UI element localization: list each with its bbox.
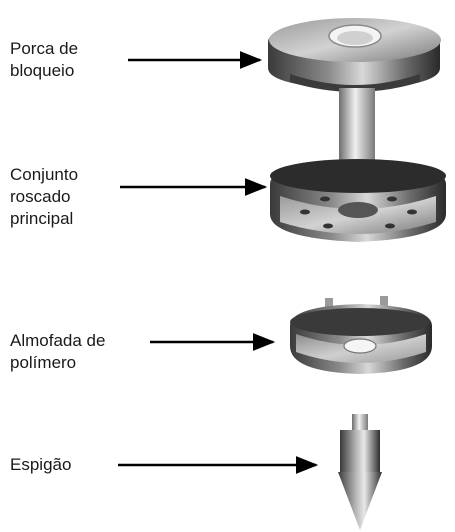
main-threaded-assembly-label-line-1: Conjunto bbox=[10, 165, 79, 184]
polymer-pad-label-line-1: Almofada de bbox=[10, 331, 106, 350]
lock-nut-label: Porca de bloqueio bbox=[10, 38, 78, 82]
main-threaded-assembly-label: Conjunto roscado principal bbox=[10, 164, 78, 230]
main-threaded-assembly-illustration bbox=[270, 159, 446, 242]
lock-nut-label-line-1: Porca de bbox=[10, 39, 79, 58]
spike-label-line-1: Espigão bbox=[10, 455, 72, 474]
main-threaded-assembly-label-line-2: roscado bbox=[10, 187, 71, 206]
spike-illustration bbox=[338, 414, 382, 530]
polymer-pad-label-line-2: polímero bbox=[10, 353, 77, 372]
polymer-pad-label: Almofada de polímero bbox=[10, 330, 105, 374]
spike-label: Espigão bbox=[10, 454, 71, 476]
polymer-pad-illustration bbox=[290, 296, 432, 374]
lock-nut-illustration bbox=[268, 18, 441, 92]
lock-nut-label-line-2: bloqueio bbox=[10, 61, 75, 80]
main-threaded-assembly-label-line-3: principal bbox=[10, 209, 74, 228]
